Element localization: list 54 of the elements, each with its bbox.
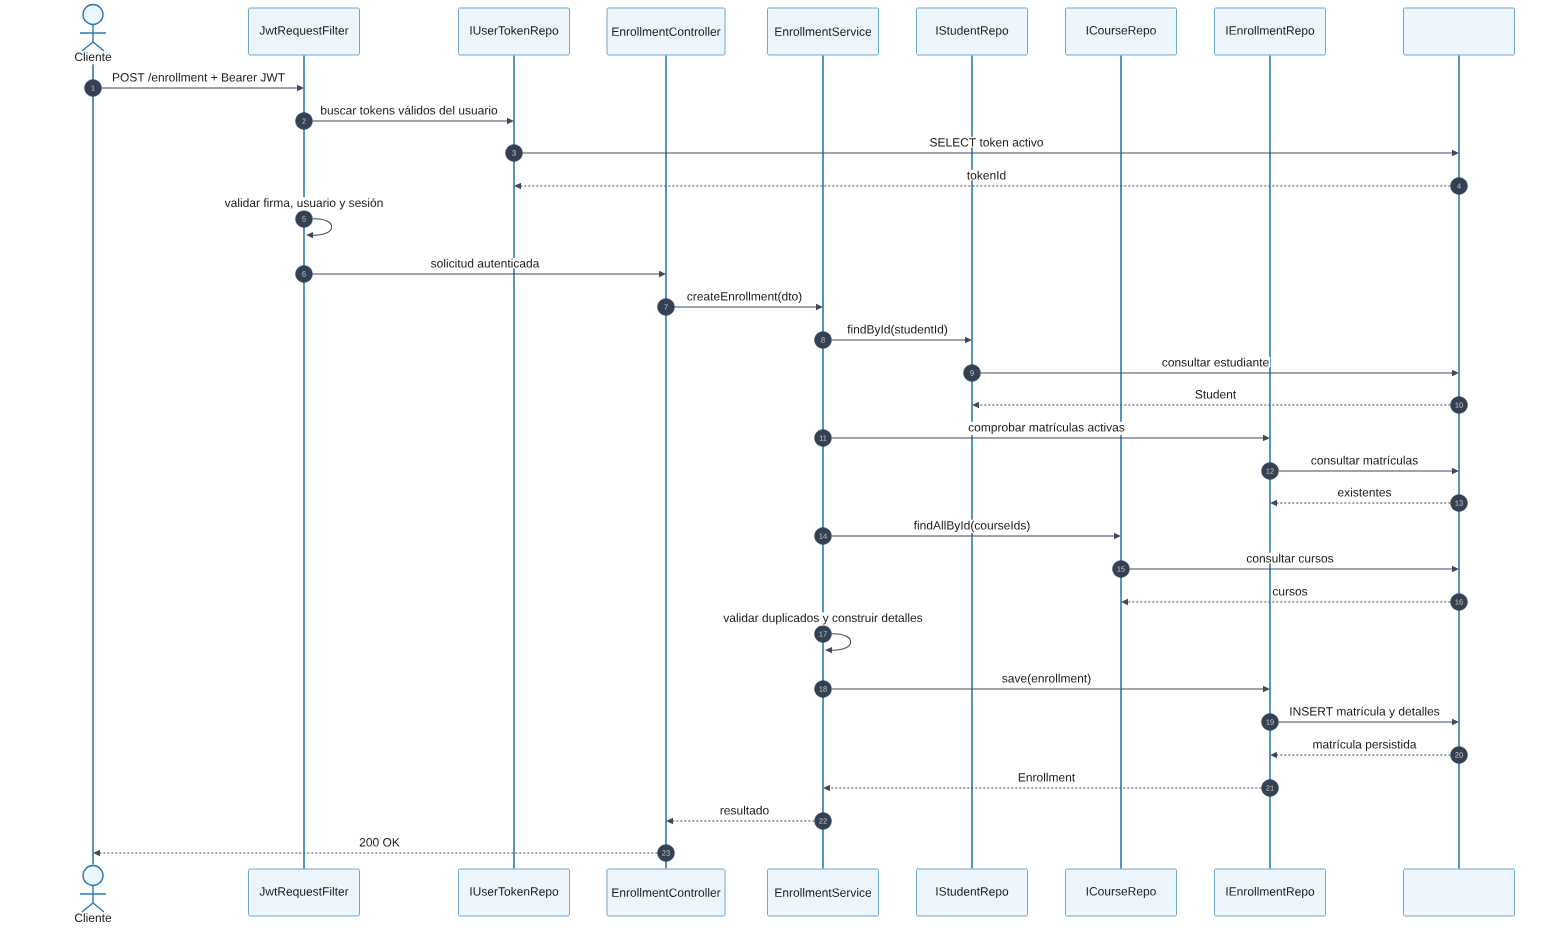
loop-arrow bbox=[306, 218, 333, 239]
loop-arrow bbox=[825, 633, 852, 654]
edge-label: buscar tokens válidos del usuario bbox=[319, 104, 499, 116]
edge-label: resultado bbox=[718, 804, 771, 816]
node-label: Cliente bbox=[74, 913, 112, 923]
lifeline bbox=[303, 54, 305, 870]
edge-label: cursos bbox=[1271, 588, 1309, 597]
participant-box: IStudentRepo bbox=[916, 868, 1028, 917]
participant-box: EnrollmentService bbox=[767, 7, 879, 56]
lifeline bbox=[513, 54, 515, 870]
participant-box: ICourseRepo bbox=[1065, 868, 1177, 917]
participant-box: IStudentRepo bbox=[916, 7, 1028, 56]
lifeline bbox=[822, 54, 824, 870]
participant-box: JwtRequestFilter bbox=[248, 7, 360, 56]
participant-box bbox=[1403, 868, 1515, 917]
participant-box: EnrollmentController bbox=[606, 868, 726, 917]
edge-label: POST /enrollment + Bearer JWT bbox=[111, 71, 287, 83]
lifeline bbox=[92, 63, 94, 866]
edge-label: 200 OK bbox=[358, 837, 401, 848]
edge-label: tokenId bbox=[965, 169, 1008, 181]
edge-label: Enrollment bbox=[1016, 771, 1077, 783]
edge-label: consultar estudiante bbox=[1160, 356, 1271, 368]
edge-label: validar firma, usuario y sesión bbox=[223, 197, 385, 211]
actor: Cliente bbox=[74, 3, 112, 62]
edge-label: INSERT matrícula y detalles bbox=[1288, 705, 1441, 719]
node-label: Cliente bbox=[74, 52, 112, 62]
edge-label: existentes bbox=[1336, 486, 1393, 498]
edge-label: save(enrollment) bbox=[1000, 672, 1093, 686]
lifeline bbox=[971, 54, 973, 870]
edge-label: findAllById(courseIds) bbox=[912, 519, 1032, 533]
edge-label: validar duplicados y construir detalles bbox=[722, 612, 924, 626]
participant-box: IEnrollmentRepo bbox=[1214, 868, 1326, 917]
participant-box: EnrollmentService bbox=[767, 868, 879, 917]
lifeline bbox=[1458, 54, 1460, 870]
participant-box: IUserTokenRepo bbox=[458, 7, 570, 56]
edge-label: Student bbox=[1193, 388, 1238, 400]
participant-box: ICourseRepo bbox=[1065, 7, 1177, 56]
lifeline bbox=[665, 54, 667, 870]
edge-label: comprobar matrículas activas bbox=[967, 421, 1126, 435]
edge-label: SELECT token activo bbox=[928, 136, 1045, 148]
actor: Cliente bbox=[74, 864, 112, 923]
participant-box: IUserTokenRepo bbox=[458, 868, 570, 917]
edge-label: matrícula persistida bbox=[1311, 738, 1418, 752]
participant-box: IEnrollmentRepo bbox=[1214, 7, 1326, 56]
lifeline bbox=[1269, 54, 1271, 870]
edge-label: findById(studentId) bbox=[846, 323, 949, 337]
edge-label: solicitud autenticada bbox=[429, 257, 541, 269]
participant-box bbox=[1403, 7, 1515, 56]
edge-label: consultar matrículas bbox=[1309, 454, 1420, 466]
participant-box: EnrollmentController bbox=[606, 7, 726, 56]
edge-label: consultar cursos bbox=[1245, 552, 1335, 564]
edge-label: createEnrollment(dto) bbox=[685, 290, 804, 304]
participant-box: JwtRequestFilter bbox=[248, 868, 360, 917]
lifeline bbox=[1120, 54, 1122, 870]
